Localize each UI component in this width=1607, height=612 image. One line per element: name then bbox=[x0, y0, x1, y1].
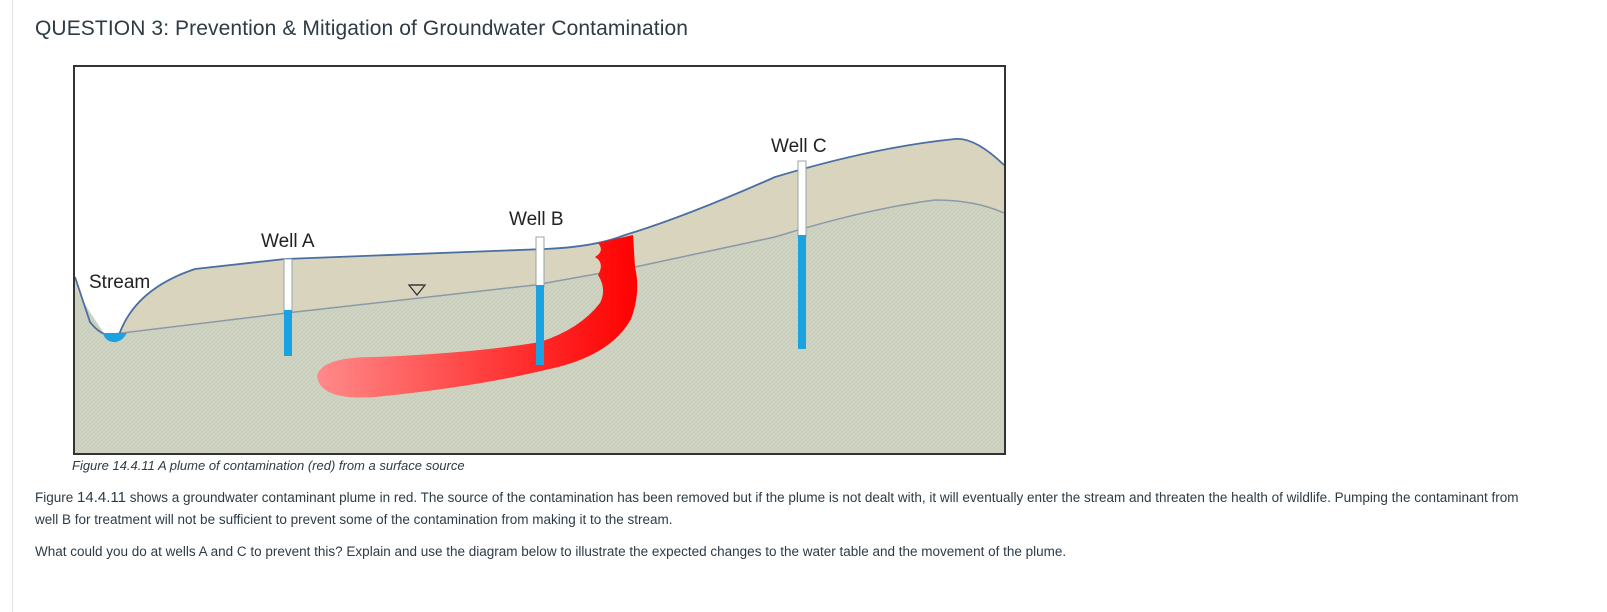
groundwater-diagram: Stream Well A Well B Well C bbox=[75, 67, 1004, 453]
well-a-label: Well A bbox=[261, 231, 315, 252]
content-left-border bbox=[12, 0, 13, 612]
well-c-label: Well C bbox=[771, 136, 827, 157]
stream-label: Stream bbox=[89, 272, 150, 293]
figure-caption: Figure 14.4.11 A plume of contamination … bbox=[72, 458, 465, 473]
well-c-water bbox=[798, 235, 806, 349]
figure-ref-prefix: Figure bbox=[35, 490, 78, 505]
water-table-line bbox=[104, 199, 1004, 336]
figure-ref-number: 14.4.11 bbox=[77, 489, 126, 506]
well-b-label: Well B bbox=[509, 209, 564, 230]
well-a-water bbox=[284, 310, 292, 356]
stream-water bbox=[103, 333, 127, 343]
well-b-casing bbox=[535, 236, 545, 288]
question-description: Figure 14.4.11 shows a groundwater conta… bbox=[35, 487, 1535, 531]
well-c-casing bbox=[797, 160, 807, 238]
ground-surface-line bbox=[75, 138, 1004, 337]
well-b-water bbox=[536, 285, 544, 365]
description-text: shows a groundwater contaminant plume in… bbox=[35, 490, 1519, 527]
contaminant-plume bbox=[317, 235, 638, 398]
question-title: QUESTION 3: Prevention & Mitigation of G… bbox=[35, 17, 689, 40]
groundwater-figure: Stream Well A Well B Well C bbox=[73, 65, 1006, 455]
well-a-casing bbox=[283, 258, 293, 313]
question-prompt: What could you do at wells A and C to pr… bbox=[35, 544, 1067, 559]
